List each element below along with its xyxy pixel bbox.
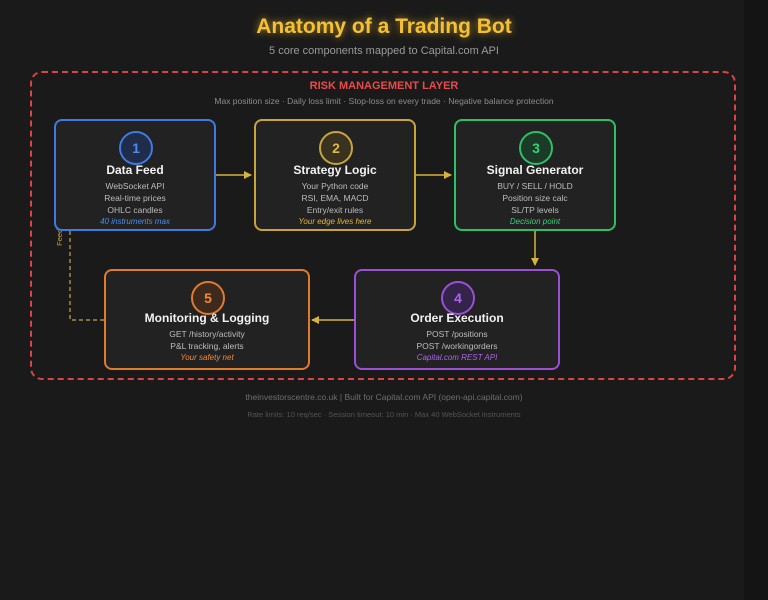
card-line: Position size calc [502, 193, 568, 203]
card-title: Monitoring & Logging [144, 311, 270, 325]
component-card-monitoring-logging: 5 Monitoring & Logging GET /history/acti… [104, 269, 310, 370]
step-number-2: 2 [319, 131, 353, 165]
step-number-3: 3 [519, 131, 553, 165]
card-title: Strategy Logic [293, 163, 377, 177]
card-line: Entry/exit rules [306, 205, 364, 215]
step-number-4: 4 [441, 281, 475, 315]
card-line: BUY / SELL / HOLD [497, 181, 573, 191]
page-subtitle: 5 core components mapped to Capital.com … [269, 45, 499, 57]
card-note: 40 instruments max [100, 217, 170, 226]
component-card-strategy-logic: 2 Strategy Logic Your Python code RSI, E… [254, 119, 416, 231]
card-line: Your Python code [301, 181, 369, 191]
component-card-signal-generator: 3 Signal Generator BUY / SELL / HOLD Pos… [454, 119, 616, 231]
card-line: WebSocket API [105, 181, 165, 191]
risk-management-layer [30, 71, 736, 380]
card-note: Capital.com REST API [416, 353, 498, 362]
card-note: Decision point [509, 217, 561, 226]
step-number-1: 1 [119, 131, 153, 165]
card-line: Real-time prices [104, 193, 166, 203]
card-line: OHLC candles [107, 205, 163, 215]
component-card-data-feed: 1 Data Feed WebSocket API Real-time pric… [54, 119, 216, 231]
card-title: Order Execution [410, 311, 504, 325]
card-line: SL/TP levels [511, 205, 559, 215]
footer-rate-limits: Rate limits: 10 req/sec · Session timeou… [247, 410, 521, 419]
risk-layer-title: RISK MANAGEMENT LAYER [309, 80, 459, 92]
card-line: RSI, EMA, MACD [301, 193, 369, 203]
card-line: POST /positions [426, 329, 488, 339]
footer-credit: theinvestorscentre.co.uk | Built for Cap… [245, 392, 523, 402]
card-title: Signal Generator [486, 163, 584, 177]
step-number-5: 5 [191, 281, 225, 315]
component-card-order-execution: 4 Order Execution POST /positions POST /… [354, 269, 560, 370]
card-title: Data Feed [106, 163, 164, 177]
card-line: POST /workingorders [416, 341, 498, 351]
card-note: Your edge lives here [298, 217, 372, 226]
card-line: P&L tracking, alerts [170, 341, 244, 351]
card-note: Your safety net [180, 353, 234, 362]
card-line: GET /history/activity [169, 329, 245, 339]
risk-layer-subtitle: Max position size · Daily loss limit · S… [214, 96, 554, 106]
page-title: Anatomy of a Trading Bot [256, 15, 512, 38]
